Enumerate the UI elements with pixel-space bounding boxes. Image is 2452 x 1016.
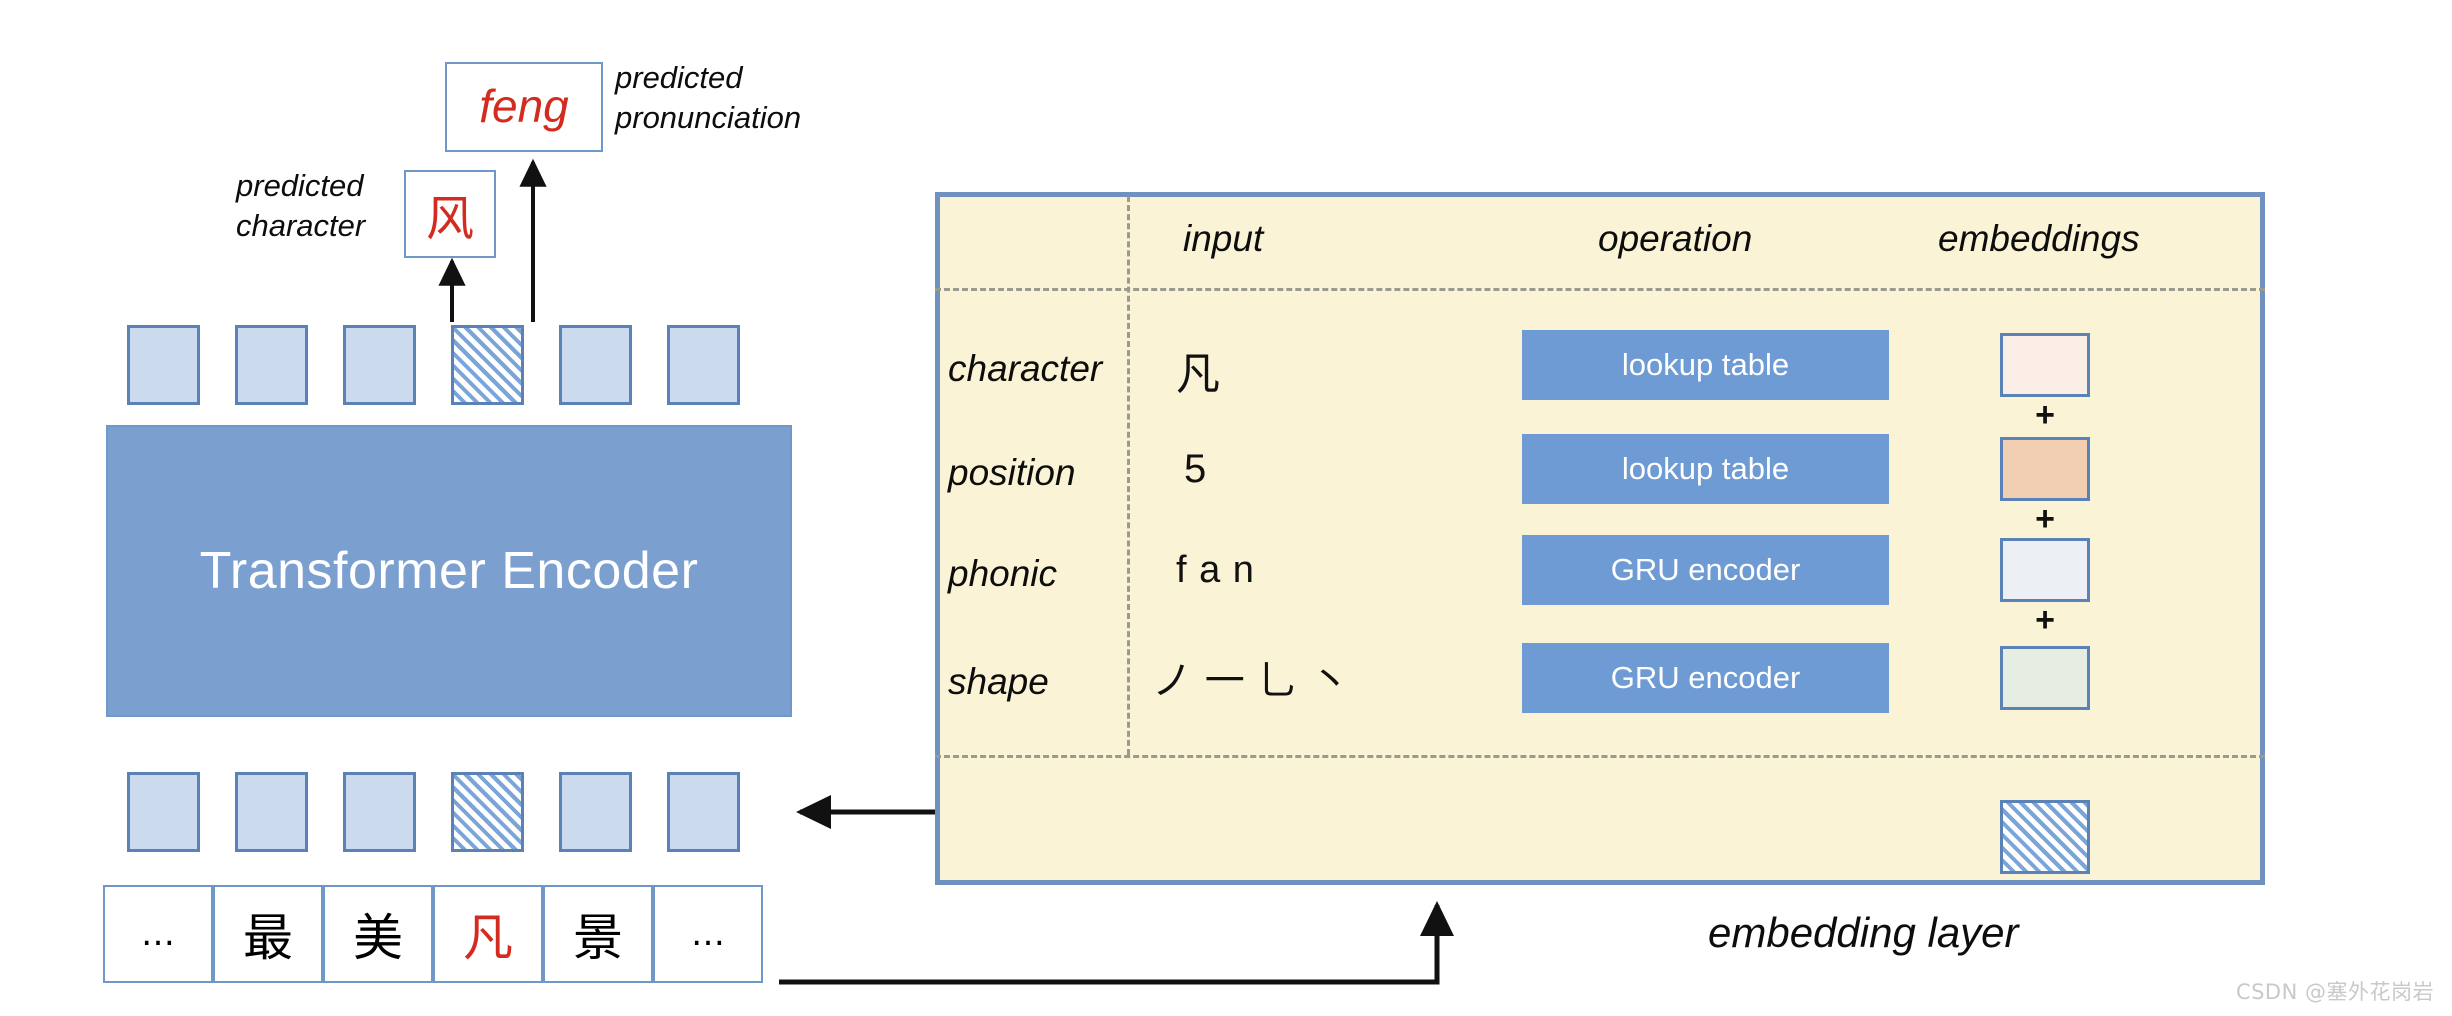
- predicted-character-text: 风: [425, 191, 474, 247]
- sentence-cell-2: 美: [323, 885, 433, 983]
- row-label-position-text: position: [948, 452, 1076, 493]
- sum-plus-3-text: +: [2035, 601, 2055, 639]
- operation-box-phonic: GRU encoder: [1522, 535, 1889, 605]
- panel-footer-divider: [935, 755, 2265, 758]
- column-header-embeddings: embeddings: [1938, 215, 2140, 263]
- row-label-phonic-text: phonic: [948, 553, 1058, 594]
- arrow-sentence-to-panel: [779, 900, 1454, 985]
- predicted-pronunciation-box: feng: [445, 62, 603, 152]
- row-input-phonic: f a n: [1176, 549, 1255, 592]
- column-header-embeddings-text: embeddings: [1938, 218, 2140, 259]
- embedding-box-shape: [2000, 646, 2090, 710]
- row-label-shape-text: shape: [948, 661, 1049, 702]
- input-token-5: [667, 772, 740, 852]
- sentence-cell-3-text: 凡: [463, 909, 513, 967]
- row-input-shape: ノ 一 乚 丶: [1152, 648, 1350, 706]
- operation-box-shape-label: GRU encoder: [1610, 660, 1801, 695]
- operation-box-phonic-label: GRU encoder: [1610, 552, 1801, 587]
- transformer-encoder-block: Transformer Encoder: [106, 425, 792, 717]
- column-header-operation: operation: [1598, 215, 1752, 263]
- panel-column-divider: [1127, 196, 1130, 755]
- sentence-cell-1-text: 最: [243, 909, 293, 967]
- predicted-pronunciation-label-line1: predicted: [615, 60, 743, 95]
- embedding-layer-caption: embedding layer: [1708, 906, 2019, 961]
- output-token-0: [127, 325, 200, 405]
- operation-box-position: lookup table: [1522, 434, 1889, 504]
- row-label-phonic: phonic: [948, 550, 1057, 598]
- predicted-character-box: 风: [404, 170, 496, 258]
- column-header-input-text: input: [1183, 218, 1264, 259]
- row-input-position: 5: [1184, 447, 1206, 492]
- embedding-box-phonic: [2000, 538, 2090, 602]
- sentence-cell-5: …: [653, 885, 763, 983]
- operation-box-shape: GRU encoder: [1522, 643, 1889, 713]
- panel-header-divider: [935, 288, 2265, 291]
- embedding-box-character: [2000, 333, 2090, 397]
- csdn-watermark-text: CSDN @塞外花岗岩: [2235, 980, 2434, 1004]
- input-token-0: [127, 772, 200, 852]
- embedding-box-position: [2000, 437, 2090, 501]
- row-input-character-text: 凡: [1176, 349, 1220, 400]
- row-label-shape: shape: [948, 658, 1049, 706]
- input-token-3-highlighted: [451, 772, 524, 852]
- embedding-layer-caption-text: embedding layer: [1708, 909, 2019, 956]
- result-embedding-box: [2000, 800, 2090, 874]
- column-header-operation-text: operation: [1598, 218, 1753, 259]
- row-input-character: 凡: [1176, 338, 1220, 402]
- sum-plus-3: +: [2000, 603, 2090, 637]
- transformer-encoder-label: Transformer Encoder: [199, 542, 699, 600]
- row-input-position-text: 5: [1184, 447, 1207, 491]
- sentence-cell-4: 景: [543, 885, 653, 983]
- input-token-1: [235, 772, 308, 852]
- operation-box-position-label: lookup table: [1621, 451, 1790, 486]
- sentence-cell-2-text: 美: [353, 909, 403, 967]
- sum-plus-2: +: [2000, 502, 2090, 536]
- sentence-cell-4-text: 景: [573, 909, 623, 967]
- sum-plus-1: +: [2000, 398, 2090, 432]
- input-token-4: [559, 772, 632, 852]
- operation-box-character-label: lookup table: [1621, 347, 1790, 382]
- sentence-cell-0: …: [103, 885, 213, 983]
- csdn-watermark: CSDN @塞外花岗岩: [2236, 976, 2434, 1006]
- output-token-2: [343, 325, 416, 405]
- predicted-character-label-line2: character: [236, 208, 366, 244]
- predicted-pronunciation-label: predicted pronunciation: [615, 58, 905, 139]
- output-token-5: [667, 325, 740, 405]
- output-token-1: [235, 325, 308, 405]
- predicted-character-label-line1: predicted: [236, 168, 364, 203]
- output-token-4: [559, 325, 632, 405]
- row-label-character: character: [948, 345, 1102, 393]
- row-label-character-text: character: [948, 348, 1103, 389]
- input-token-2: [343, 772, 416, 852]
- operation-box-character: lookup table: [1522, 330, 1889, 400]
- predicted-pronunciation-label-line2: pronunciation: [615, 100, 802, 136]
- column-header-input: input: [1183, 215, 1263, 263]
- sum-plus-2-text: +: [2035, 500, 2055, 538]
- sentence-cell-1: 最: [213, 885, 323, 983]
- row-label-position: position: [948, 449, 1076, 497]
- row-input-phonic-text: f a n: [1176, 549, 1255, 591]
- predicted-character-label: predicted character: [236, 166, 466, 247]
- sentence-cell-3-highlighted: 凡: [433, 885, 543, 983]
- predicted-pronunciation-text: feng: [479, 80, 569, 133]
- sentence-cell-0-text: …: [141, 914, 175, 954]
- output-token-3-highlighted: [451, 325, 524, 405]
- row-input-shape-text: ノ 一 乚 丶: [1152, 658, 1351, 704]
- sum-plus-1-text: +: [2035, 396, 2055, 434]
- sentence-cell-5-text: …: [691, 914, 725, 954]
